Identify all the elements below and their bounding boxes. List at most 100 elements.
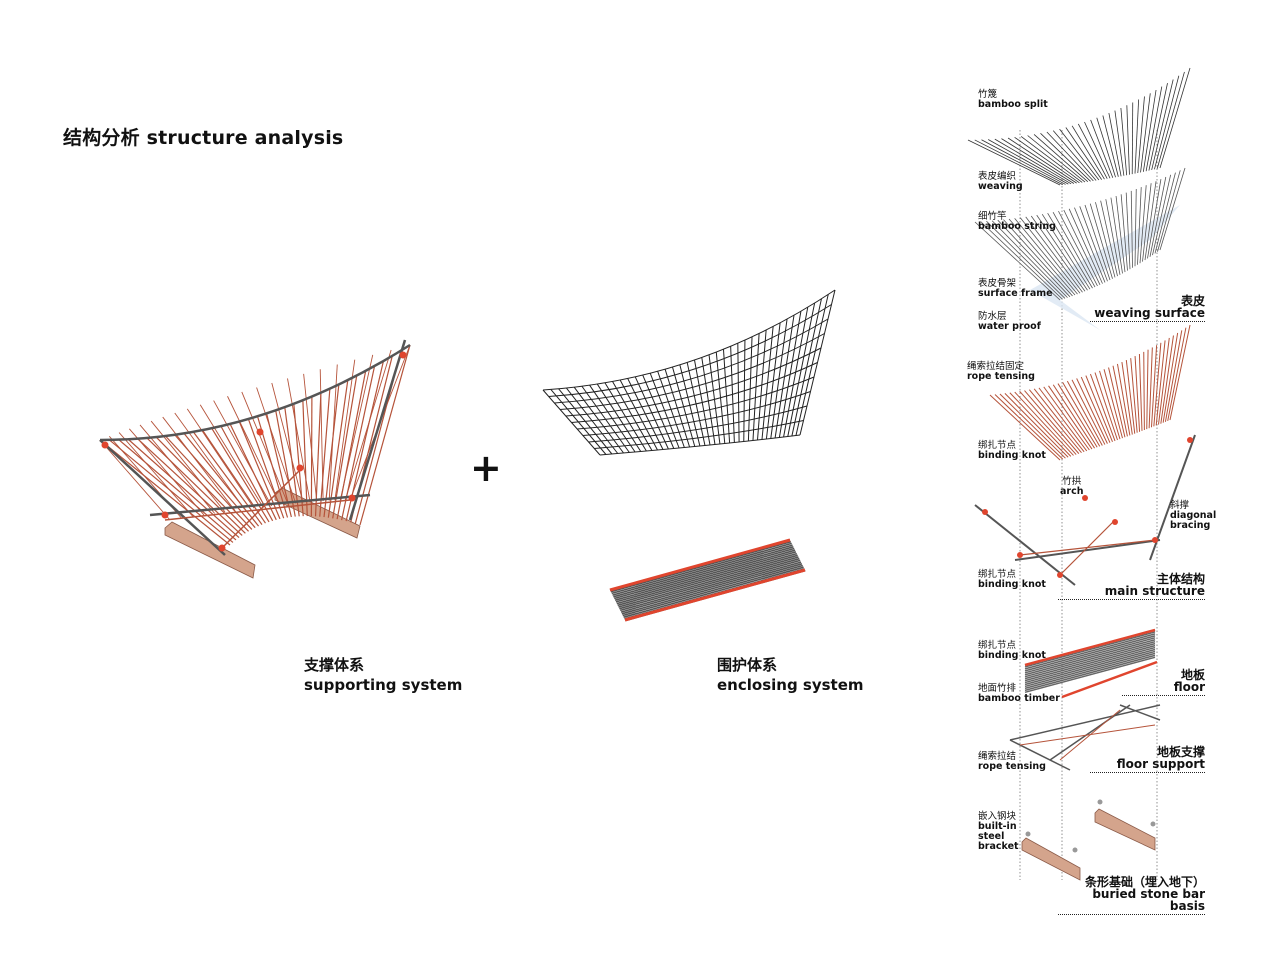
bamboo-string [1008, 218, 1076, 296]
bamboo-split [1142, 89, 1157, 172]
bamboo-string [1014, 218, 1078, 295]
weaving-strip [565, 347, 822, 417]
rope-tensing [1085, 375, 1113, 443]
rope-line [118, 432, 194, 517]
floor-support-pole [1049, 704, 1131, 761]
enclosing-system-drawing [542, 289, 836, 622]
rope-line [127, 438, 240, 539]
rope-line [271, 382, 304, 503]
rope-tensing [1009, 392, 1072, 457]
weaving-strip [577, 376, 815, 430]
bamboo-timber [1024, 635, 1156, 672]
bamboo-string [1134, 188, 1137, 267]
bamboo-split [1040, 132, 1091, 182]
bamboo-split [1120, 107, 1128, 176]
bamboo-timber [621, 563, 803, 615]
rope-tensing [1164, 330, 1183, 422]
bamboo-string [1063, 209, 1101, 285]
bamboo-timber [1024, 644, 1156, 682]
rope-line [219, 469, 301, 551]
bamboo-string [1130, 190, 1133, 268]
rope-tensing [1033, 388, 1085, 453]
rope-line [192, 431, 263, 525]
bamboo-split [1148, 83, 1168, 171]
weaving-strip [560, 333, 825, 410]
steel-bracket-icon [1072, 847, 1078, 853]
stone-bar [1094, 808, 1156, 851]
caption-supporting-system: 支撑体系 supporting system [304, 655, 462, 695]
page-title: 结构分析 structure analysis [63, 127, 344, 149]
binding-knot-icon [982, 509, 988, 515]
caption-zh: 围护体系 [717, 656, 778, 674]
rope-line [186, 408, 255, 509]
bamboo-string [1084, 204, 1111, 281]
binding-rope [609, 538, 791, 592]
rope-tensing [1146, 349, 1149, 430]
binding-rope [624, 568, 806, 622]
binding-rope [1061, 660, 1158, 699]
rope-tensing [1066, 380, 1103, 446]
rope-tensing [1004, 393, 1069, 458]
bamboo-timber [610, 540, 792, 593]
rope-tensing [1121, 361, 1133, 435]
bamboo-split [1007, 137, 1077, 184]
bamboo-split [1108, 113, 1122, 177]
binding-knot-icon [161, 511, 169, 519]
binding-knot-icon [256, 428, 264, 436]
rope-tensing [994, 394, 1064, 460]
bamboo-split [994, 138, 1072, 185]
bamboo-string [986, 220, 1066, 299]
bamboo-string [1025, 216, 1083, 293]
rope-line [334, 359, 356, 501]
rope-line [139, 424, 215, 514]
bamboo-string [1095, 202, 1116, 278]
bamboo-timber [1024, 642, 1156, 680]
weaving-strip [588, 405, 808, 443]
bamboo-pole [149, 493, 371, 517]
rope-tensing [1158, 337, 1170, 425]
weaving-strip [542, 289, 836, 391]
rope-tensing [1014, 391, 1074, 456]
bamboo-split [1114, 110, 1125, 176]
rope-line [99, 439, 231, 546]
rope-tensing [1103, 369, 1123, 439]
bamboo-split [1027, 135, 1086, 183]
bamboo-timber [1024, 639, 1156, 676]
bamboo-string [1149, 176, 1167, 257]
bamboo-timber [623, 566, 804, 618]
steel-bracket-icon [1025, 831, 1031, 837]
weaving-strip [554, 318, 829, 404]
rope-tensing [1052, 384, 1096, 449]
bamboo-split [1014, 136, 1080, 184]
bamboo-split [1096, 117, 1116, 178]
bamboo-split [1140, 93, 1151, 173]
bamboo-string [1036, 214, 1088, 291]
bamboo-timber [1024, 648, 1156, 686]
rope-line [319, 369, 324, 502]
rope-line [183, 432, 260, 527]
bamboo-split [1065, 127, 1102, 180]
rope-line [339, 354, 374, 501]
weaving-strip [582, 391, 811, 436]
bamboo-string [974, 221, 1061, 301]
bamboo-string [1147, 179, 1162, 259]
rope-line [137, 438, 243, 536]
rope-tensing [1134, 356, 1141, 432]
bamboo-string [1110, 197, 1123, 274]
bamboo-timber [614, 547, 795, 600]
bamboo-timber [1024, 646, 1156, 684]
bamboo-string [1157, 170, 1181, 252]
bamboo-string [1159, 167, 1186, 251]
bamboo-string [1058, 210, 1098, 287]
bamboo-string [1079, 206, 1108, 282]
bamboo-string [1115, 195, 1126, 273]
bamboo-timber [1024, 633, 1156, 670]
